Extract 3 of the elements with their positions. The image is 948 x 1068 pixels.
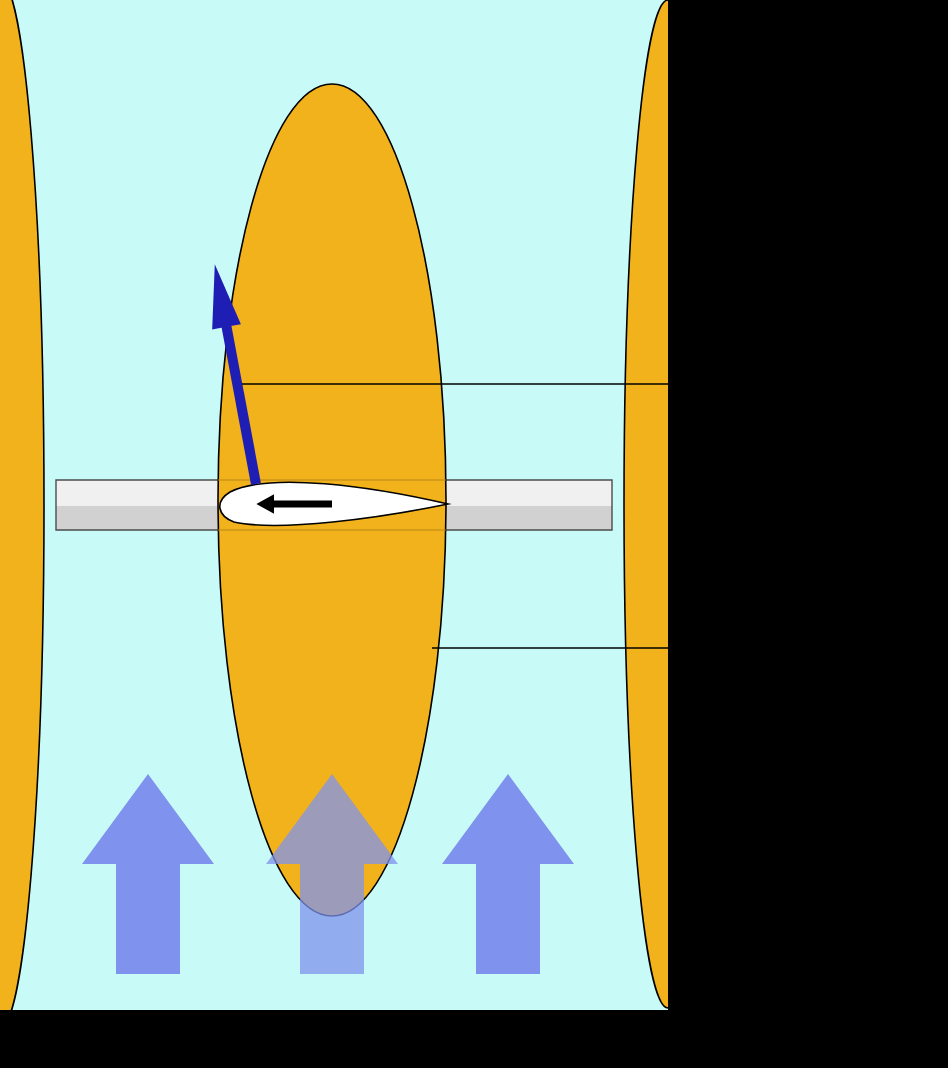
leader-line (431, 647, 669, 649)
side-disk (623, 0, 668, 1009)
leader-line (241, 383, 669, 385)
